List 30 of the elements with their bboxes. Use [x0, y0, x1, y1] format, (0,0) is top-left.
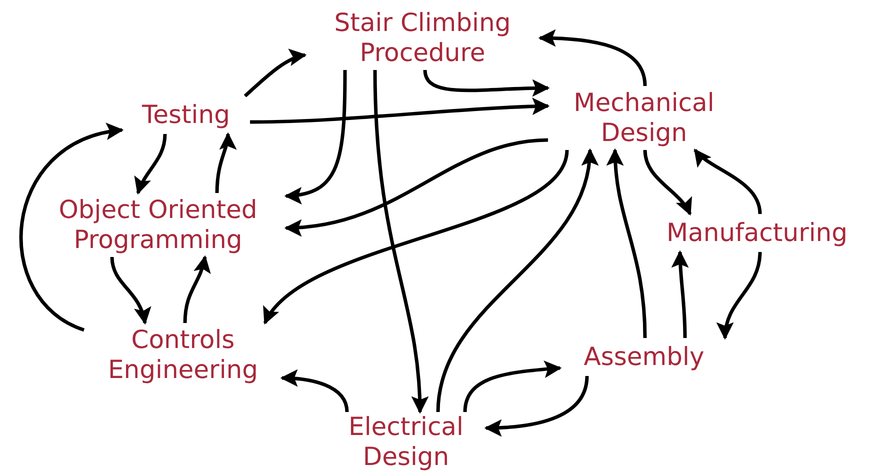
arrow — [606, 148, 647, 338]
arrow — [264, 150, 569, 324]
arrow — [244, 50, 307, 98]
arrow — [463, 360, 562, 412]
arrow — [250, 98, 550, 124]
node-label: Controls Engineering — [84, 323, 282, 387]
node-label: Stair Climbing Procedure — [305, 6, 540, 70]
node-label: Manufacturing — [640, 214, 874, 252]
arrow — [284, 138, 548, 236]
arrow — [373, 70, 428, 414]
arrow — [110, 256, 150, 325]
arrow — [671, 250, 689, 338]
node-label: Electrical Design — [326, 412, 486, 472]
node-label: Testing — [122, 96, 250, 134]
arrow — [436, 148, 597, 412]
arrow — [643, 150, 692, 216]
arrow — [215, 132, 236, 194]
arrow — [135, 134, 167, 195]
node-label: Assembly — [560, 338, 728, 376]
arrow — [280, 370, 349, 412]
arrow — [484, 376, 589, 436]
node-label: Mechanical Design — [548, 86, 740, 150]
node-label: Object Oriented Programming — [30, 193, 286, 257]
arrow — [538, 29, 647, 86]
arrow — [183, 255, 210, 324]
arrow — [284, 70, 347, 204]
arrow — [20, 124, 124, 332]
arrow — [423, 70, 550, 97]
arrow — [717, 252, 762, 340]
arrow — [694, 148, 762, 214]
